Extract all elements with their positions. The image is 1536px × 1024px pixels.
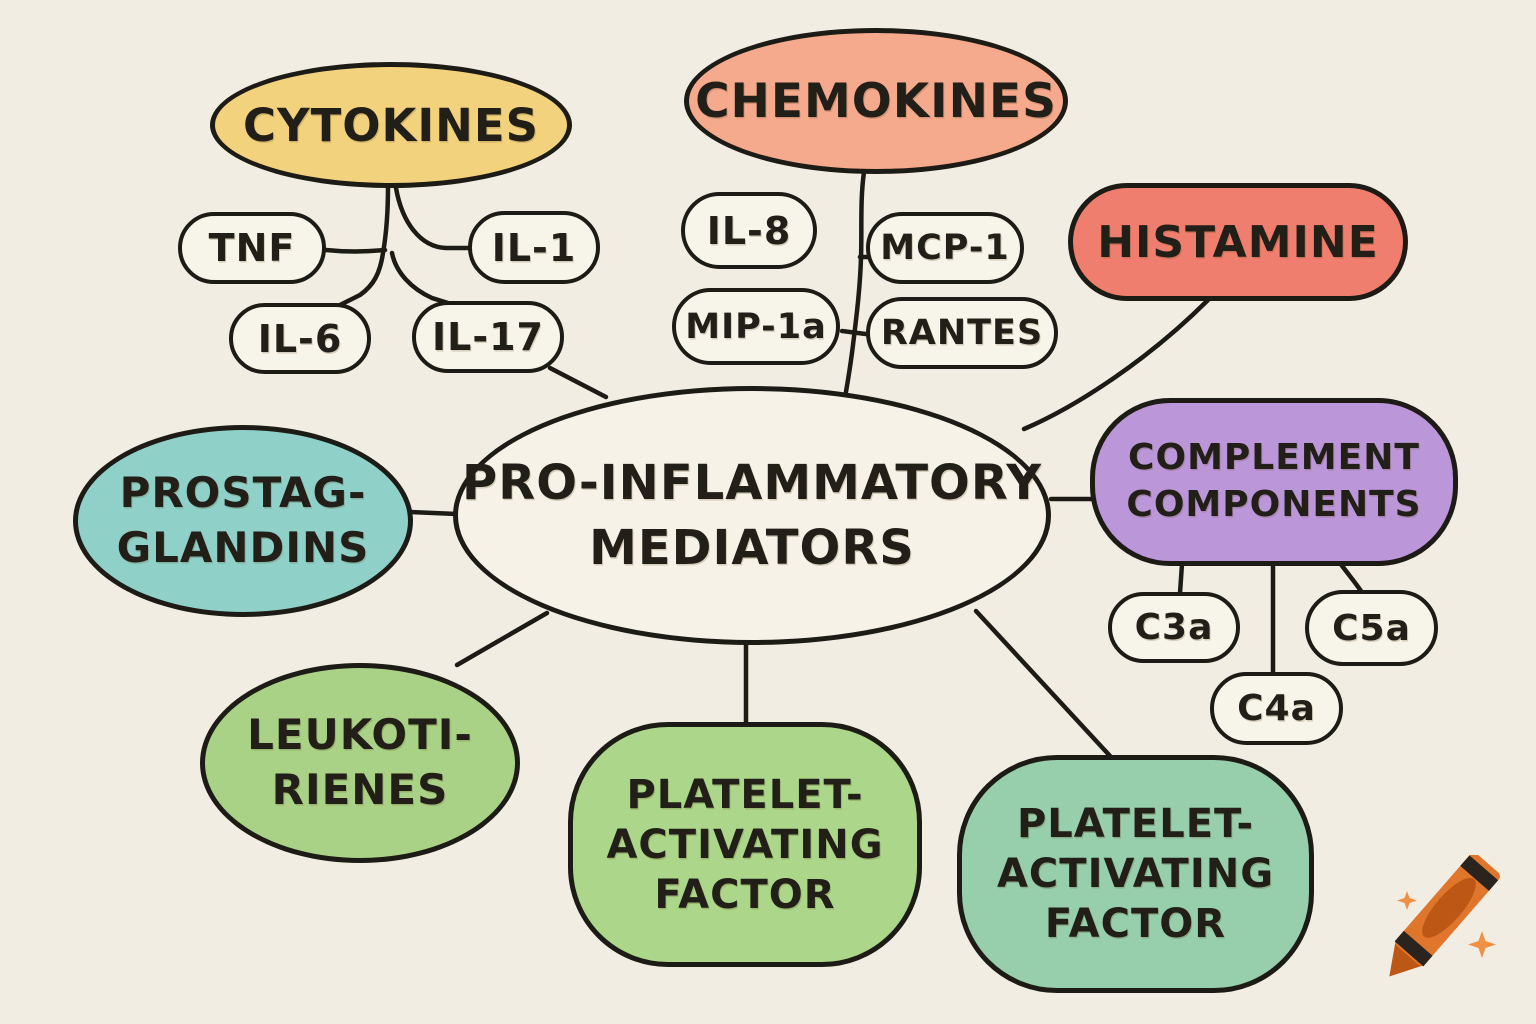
crayon-icon — [1389, 855, 1501, 977]
node-mcp-1: MCP-1 — [866, 212, 1024, 284]
edge-cytokines-trunk — [333, 183, 391, 310]
sparkle-icon — [1468, 931, 1496, 958]
node-il-1: IL-1 — [468, 211, 600, 284]
node-platelet-activating-factor-2: PLATELET- ACTIVATING FACTOR — [957, 755, 1314, 993]
edge-center-leukotirienes — [454, 610, 550, 668]
edge-center-pafright — [973, 608, 1114, 760]
edge-histamine-center — [1021, 297, 1211, 432]
edge-il17-center — [547, 365, 609, 400]
node-c4a: C4a — [1210, 672, 1343, 745]
node-chemokines: CHEMOKINES — [684, 28, 1068, 174]
node-il-17: IL-17 — [412, 301, 564, 373]
node-mip-1a: MIP-1a — [672, 288, 840, 365]
node-c3a: C3a — [1108, 592, 1240, 663]
node-histamine: HISTAMINE — [1068, 183, 1408, 301]
node-cytokines: CYTOKINES — [210, 62, 572, 188]
edge-cytokines-tnf — [323, 247, 388, 254]
node-tnf: TNF — [178, 212, 326, 284]
node-il-6: IL-6 — [229, 303, 371, 374]
node-platelet-activating-factor-1: PLATELET- ACTIVATING FACTOR — [568, 722, 922, 967]
edge-cytokines-il1 — [393, 185, 473, 251]
edge-complement-c3a — [1177, 561, 1185, 596]
node-leukotirienes: LEUKOTI- RIENES — [200, 663, 520, 863]
node-prostaglandins: PROSTAG- GLANDINS — [73, 425, 413, 617]
edge-complement-c5a — [1337, 560, 1364, 594]
sparkle-icon — [1397, 891, 1417, 910]
edge-cytokines-il17 — [389, 250, 451, 306]
edge-prostaglandins-center — [407, 509, 460, 517]
edge-chemokines-mip1a-rantes — [839, 328, 869, 337]
node-c5a: C5a — [1305, 590, 1438, 666]
node-pro-inflammatory-mediators: PRO-INFLAMMATORY MEDIATORS — [453, 386, 1051, 645]
node-complement-components: COMPLEMENT COMPONENTS — [1090, 398, 1458, 566]
node-il-8: IL-8 — [681, 192, 817, 269]
node-rantes: RANTES — [866, 297, 1058, 369]
edge-chemokines-trunk — [842, 169, 867, 401]
